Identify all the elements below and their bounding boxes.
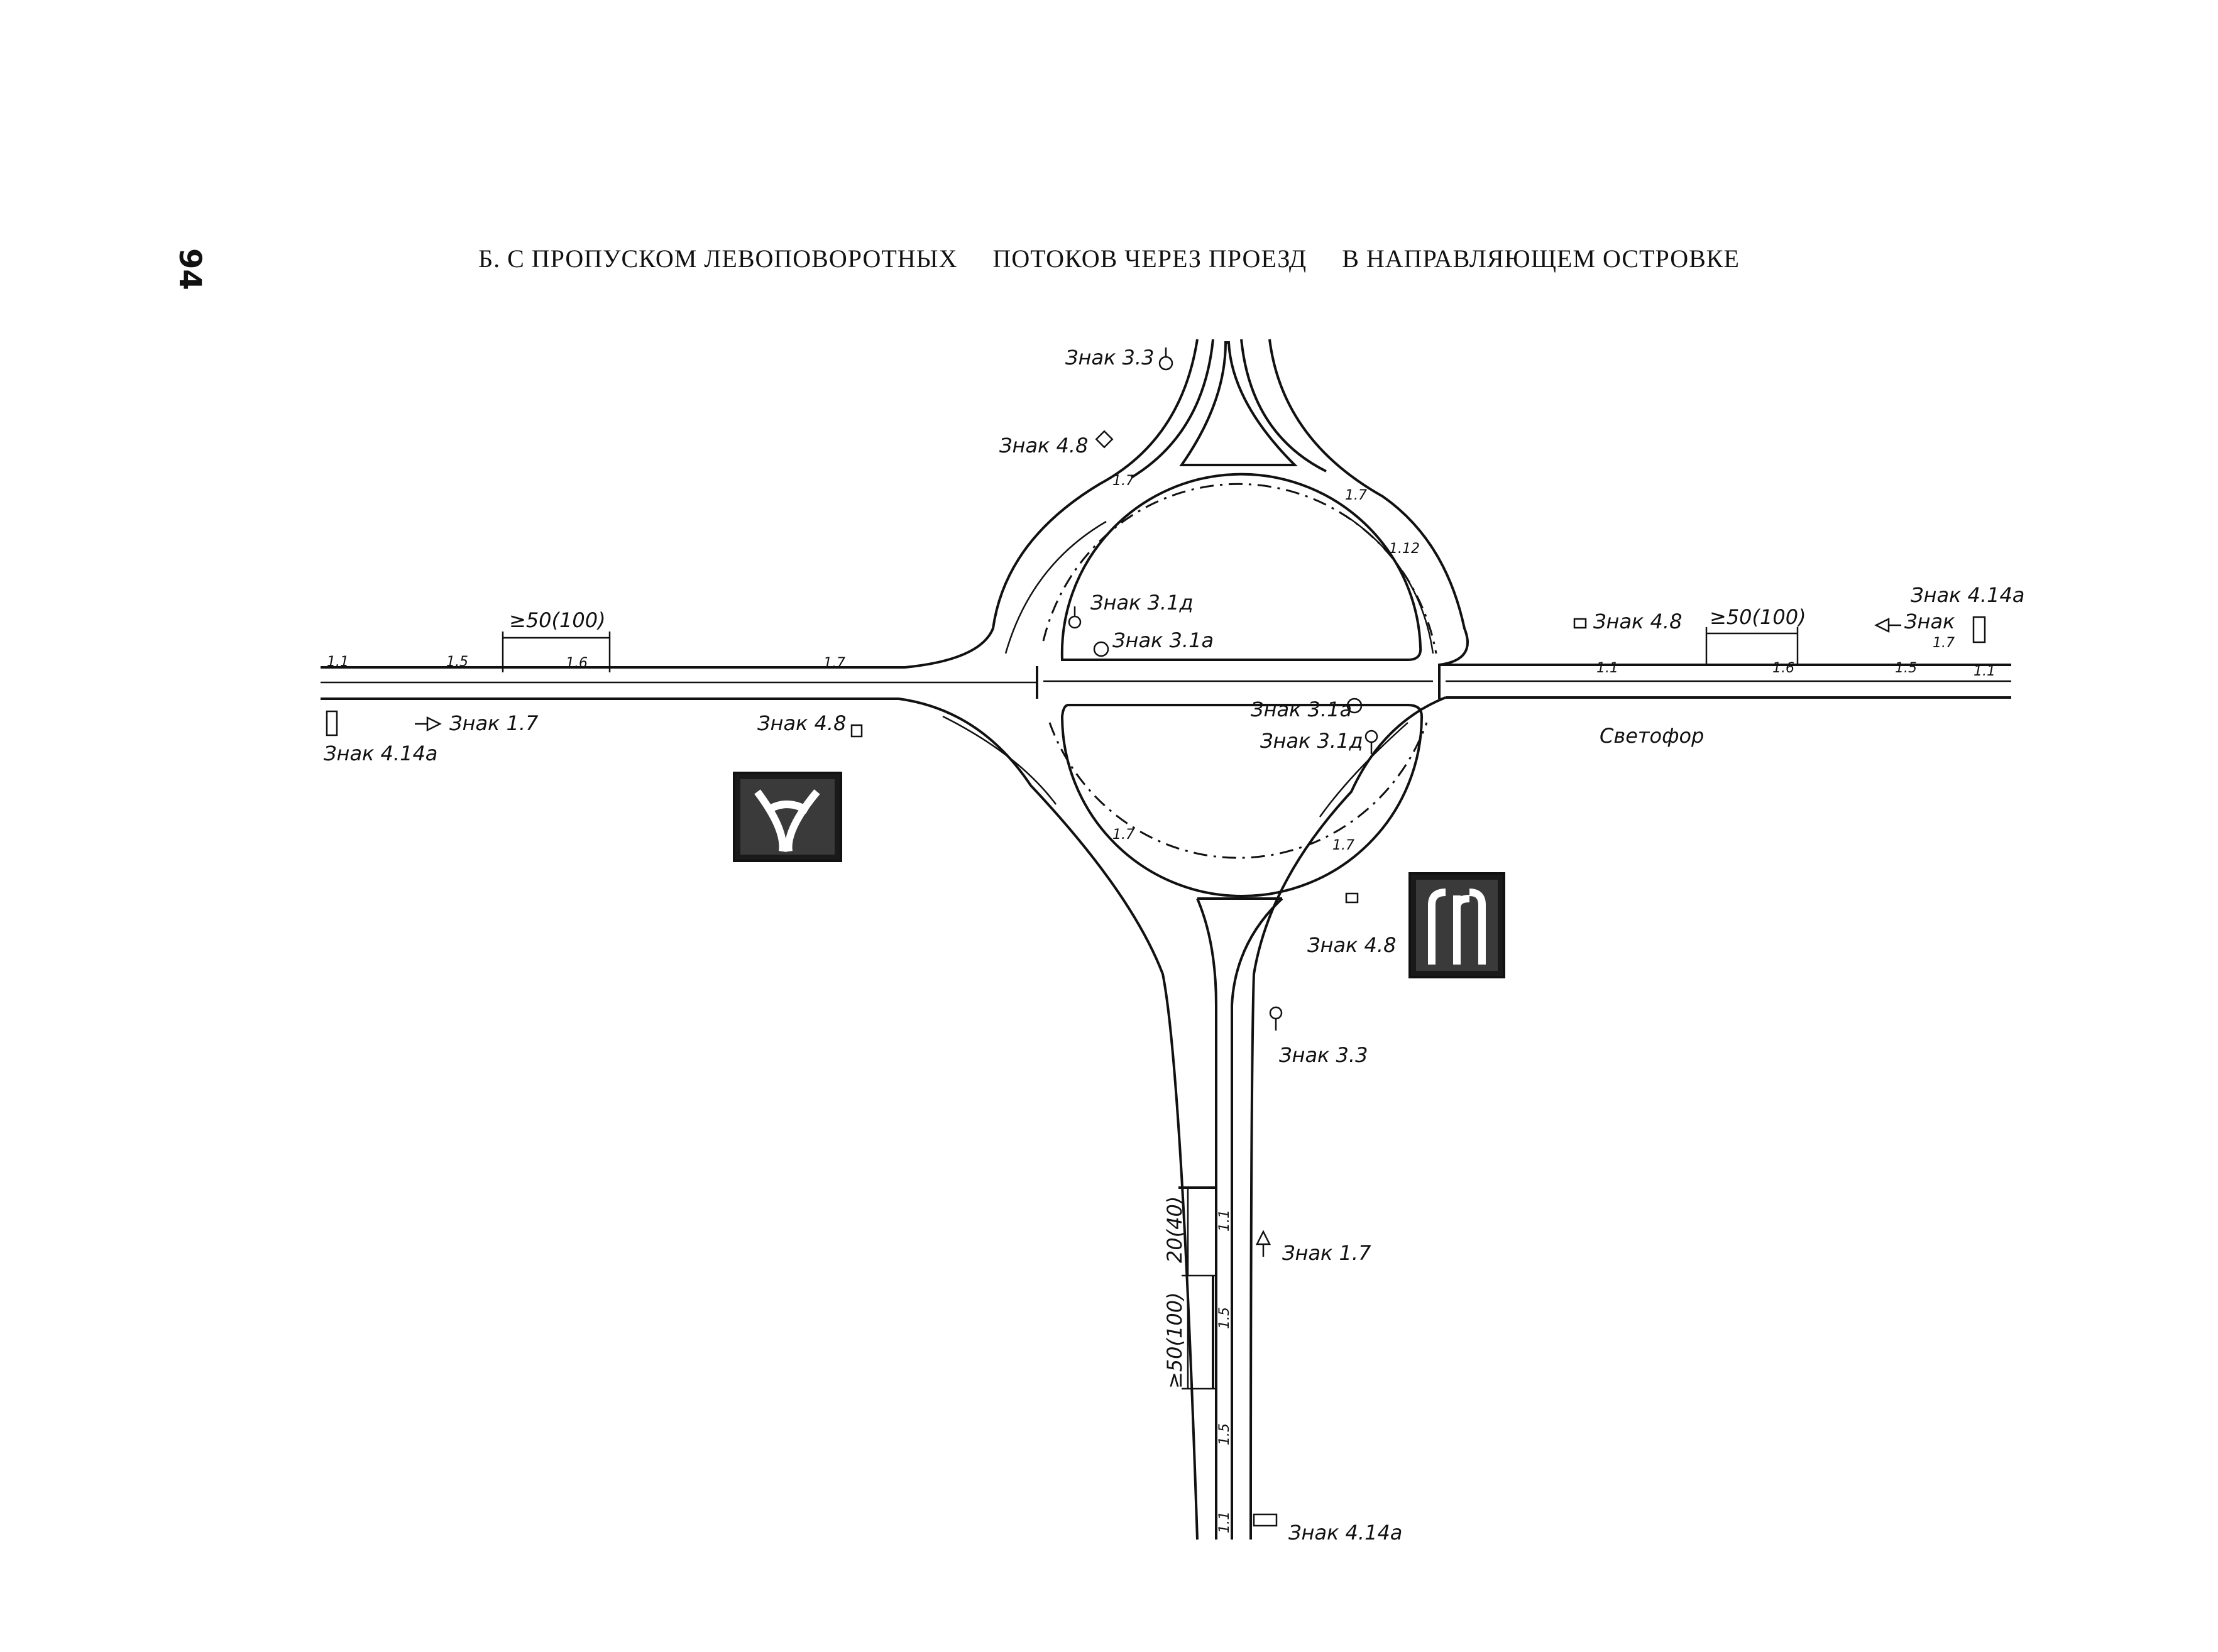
sign-1-7-right-label: Знак (1904, 610, 1955, 633)
sign-4-14a-bottom-label: Знак 4.14а (1288, 1521, 1402, 1545)
title-part-3: В НАПРАВЛЯЮЩЕМ ОСТРОВКЕ (1342, 244, 1740, 273)
dimension-bottom-lower-label: ≥50(100) (1163, 1292, 1187, 1389)
title-part-1: Б. С ПРОПУСКОМ ЛЕВОПОВОРОТНЫХ (478, 244, 958, 273)
sign-1-7-right-number: 1.7 (1933, 635, 1955, 651)
sign-3-1d-top-label: Знак 3.1д (1090, 591, 1194, 615)
marking-label-south-1-5: 1.5 (1217, 1307, 1233, 1329)
sign-1-7-bottom-label: Знак 1.7 (1282, 1241, 1371, 1265)
sign-3-1a-bottom-label: Знак 3.1а (1251, 697, 1352, 721)
sign-4-14a-right-label: Знак 4.14а (1911, 583, 2024, 607)
marking-label-south-1-5-low: 1.5 (1217, 1423, 1233, 1445)
north-arms (904, 339, 1469, 669)
sign-1-7-left-label: Знак 1.7 (449, 711, 539, 735)
marking-label-south-1-1: 1.1 (1217, 1210, 1233, 1232)
marking-label-left-1-7: 1.7 (823, 655, 845, 671)
marking-label-left-1-5: 1.5 (446, 654, 468, 670)
sign-4-8-right-label: Знак 4.8 (1593, 610, 1682, 633)
main-road (321, 664, 2011, 700)
lane-direction-pictogram-icon (1408, 872, 1505, 978)
title-part-2: ПОТОКОВ ЧЕРЕЗ ПРОЕЗД (992, 244, 1307, 273)
marking-label-ring-1-7-se: 1.7 (1332, 838, 1354, 853)
sign-3-3-bottom-label: Знак 3.3 (1279, 1043, 1368, 1067)
dimension-bottom-upper-label: 20(40) (1163, 1196, 1187, 1263)
marking-label-ring-1-7-sw: 1.7 (1112, 827, 1134, 843)
marking-label-ring-1-12: 1.12 (1389, 541, 1420, 557)
marking-label-right-1-5: 1.5 (1895, 660, 1917, 676)
sign-4-8-top-label: Знак 4.8 (999, 434, 1088, 457)
roundabout-pictogram-icon (733, 772, 842, 862)
roundabout (1042, 473, 1437, 897)
sign-4-8-left-label: Знак 4.8 (757, 711, 846, 735)
marking-label-left-1-6: 1.6 (566, 655, 588, 671)
dimension-right-label: ≥50(100) (1710, 605, 1806, 629)
traffic-light-label: Светофор (1600, 724, 1704, 748)
marking-label-ring-1-7-ne: 1.7 (1345, 488, 1367, 503)
marking-label-right-1-6: 1.6 (1772, 660, 1794, 676)
dimension-lines (502, 627, 1799, 1390)
south-arms (898, 696, 1446, 1540)
marking-label-left-1-1: 1.1 (327, 654, 349, 670)
sign-4-8-bottom-label: Знак 4.8 (1307, 933, 1396, 957)
marking-label-ring-1-7-nw: 1.7 (1112, 473, 1134, 489)
marking-label-far-right-1-1: 1.1 (1974, 664, 1996, 679)
marking-label-south-1-1-low: 1.1 (1217, 1511, 1233, 1533)
marking-label-right-1-1: 1.1 (1596, 660, 1618, 676)
sign-3-3-top-label: Знак 3.3 (1065, 346, 1154, 369)
sign-3-1d-bottom-label: Знак 3.1д (1260, 729, 1363, 753)
sign-3-1a-top-label: Знак 3.1а (1112, 628, 1214, 652)
page-title: Б. С ПРОПУСКОМ ЛЕВОПОВОРОТНЫХ ПОТОКОВ ЧЕР… (0, 244, 2218, 273)
sign-4-14a-left-label: Знак 4.14а (324, 741, 437, 765)
dimension-left-label: ≥50(100) (509, 608, 606, 632)
sign-symbols (326, 347, 1986, 1527)
